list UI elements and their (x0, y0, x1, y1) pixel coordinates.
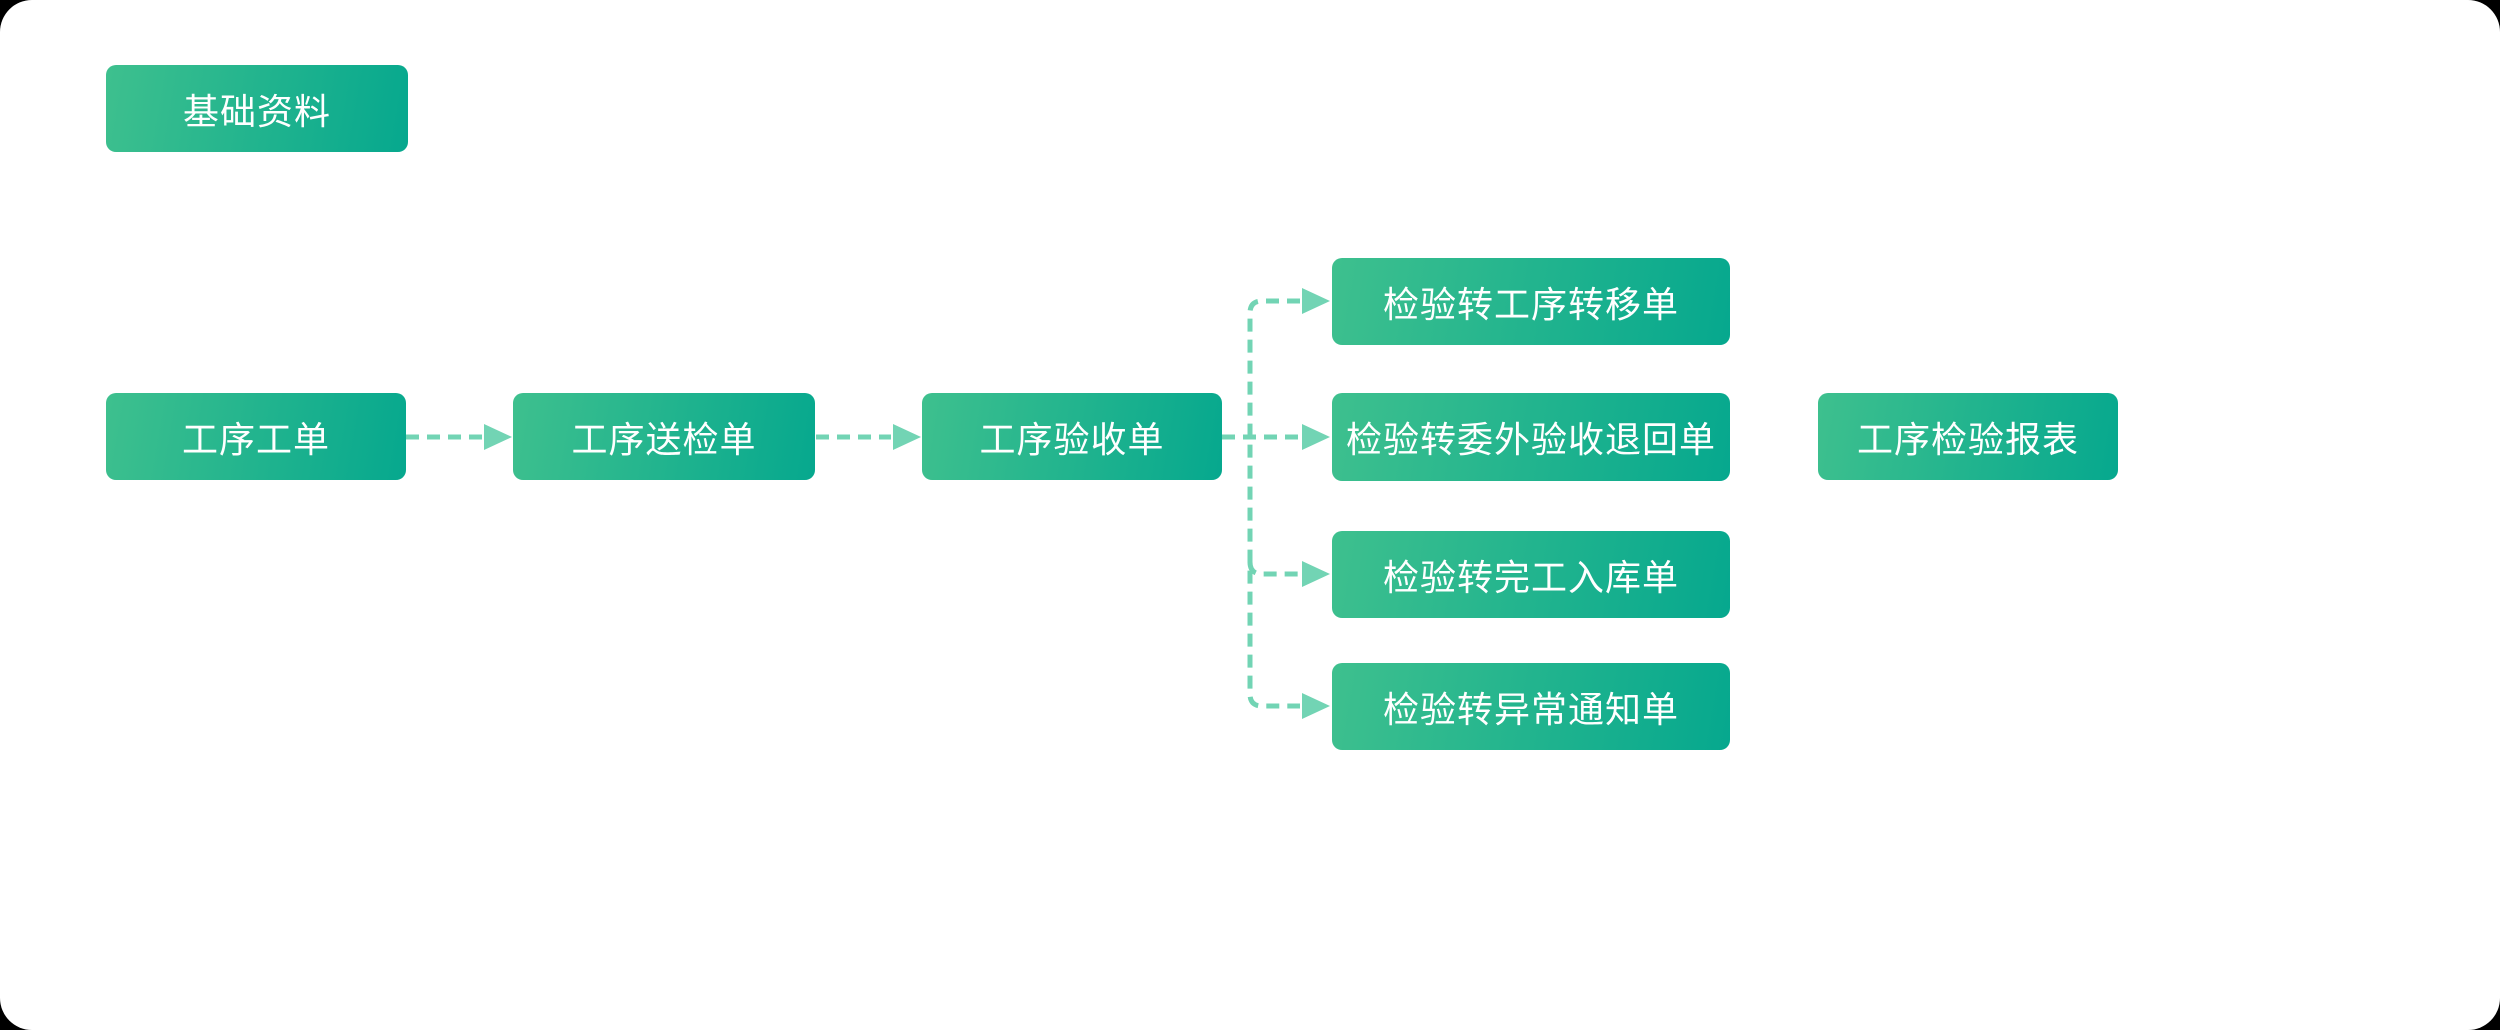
node-process-work-order[interactable]: 工序工单 (106, 393, 406, 480)
arrowhead-branch3 (1302, 561, 1330, 587)
node-inspection-to-process-transfer-order[interactable]: 检验转工序转移单 (1332, 258, 1730, 345)
node-basic-data[interactable]: 基础资料 (106, 65, 408, 152)
arrowhead-branch1 (1302, 288, 1330, 314)
node-inspection-to-outsourcing-acceptance-return-order[interactable]: 检验转委外验收退回单 (1332, 393, 1730, 481)
arrowhead-branch2 (1302, 424, 1330, 450)
node-process-inspection-report[interactable]: 工序检验报表 (1818, 393, 2118, 480)
edge-branch-trunk (1247, 298, 1300, 709)
edge-acceptance-to-branch3 (1247, 561, 1300, 577)
node-process-inspection-submit-order[interactable]: 工序送检单 (513, 393, 815, 480)
node-inspection-to-completion-warehousing-order[interactable]: 检验转完工入库单 (1332, 531, 1730, 618)
arrowhead-branch4 (1302, 693, 1330, 719)
arrowhead-submit (484, 424, 512, 450)
node-process-acceptance-order[interactable]: 工序验收单 (922, 393, 1222, 480)
arrowhead-acceptance (893, 424, 921, 450)
node-inspection-to-abnormal-notice-order[interactable]: 检验转异常通知单 (1332, 663, 1730, 750)
